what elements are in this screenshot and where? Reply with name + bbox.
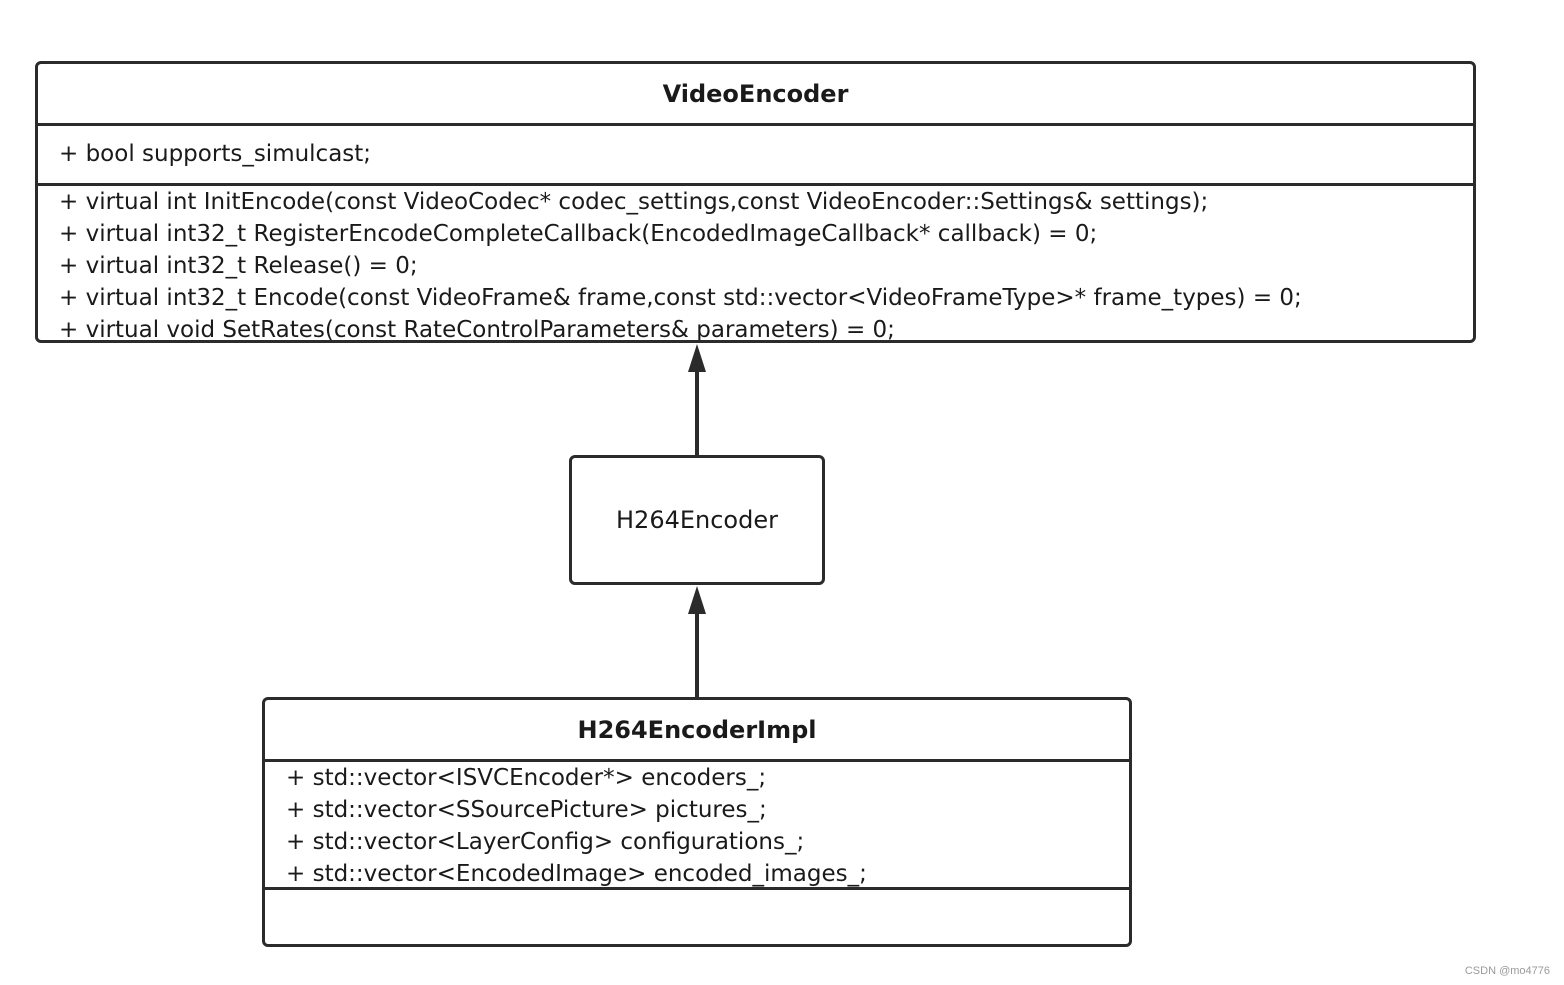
class-h264encoderimpl[interactable]: H264EncoderImpl + std::vector<ISVCEncode… [262,697,1132,947]
inheritance-arrow-h264encoder-to-videoencoder [688,344,706,455]
class-name-h264encoder: H264Encoder [616,506,778,534]
class-name-h264encoderimpl: H264EncoderImpl [265,700,1129,762]
attributes-section-videoencoder: + bool supports_simulcast; [38,126,1473,186]
method-line: + virtual int32_t RegisterEncodeComplete… [59,221,1098,247]
attributes-section-h264encoderimpl: + std::vector<ISVCEncoder*> encoders_; +… [265,762,1129,890]
method-line: + virtual int32_t Release() = 0; [59,253,418,279]
method-line: + virtual int32_t Encode(const VideoFram… [59,285,1302,311]
attribute-line: + std::vector<EncodedImage> encoded_imag… [286,861,867,887]
attribute-line: + std::vector<LayerConfig> configuration… [286,829,805,855]
class-name-videoencoder: VideoEncoder [38,64,1473,126]
methods-section-videoencoder: + virtual int InitEncode(const VideoCode… [38,186,1473,343]
method-line: + virtual int InitEncode(const VideoCode… [59,189,1209,215]
class-videoencoder[interactable]: VideoEncoder + bool supports_simulcast; … [35,61,1476,343]
inheritance-arrow-h264encoderimpl-to-h264encoder [688,586,706,697]
watermark: CSDN @mo4776 [1464,965,1550,977]
attribute-line: + std::vector<ISVCEncoder*> encoders_; [286,765,767,791]
class-h264encoder[interactable]: H264Encoder [569,455,825,585]
method-line: + virtual void SetRates(const RateContro… [59,317,895,343]
attribute-line: + bool supports_simulcast; [59,141,372,167]
attribute-line: + std::vector<SSourcePicture> pictures_; [286,797,767,823]
